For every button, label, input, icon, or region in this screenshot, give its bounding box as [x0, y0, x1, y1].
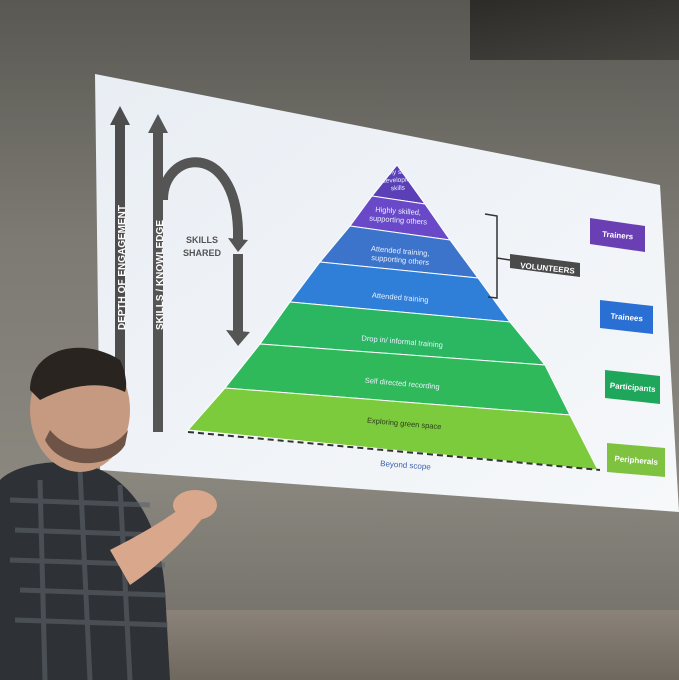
volunteers-bracket: [484, 213, 511, 299]
depth-of-engagement-arrow: [110, 106, 130, 428]
presenter-body: [0, 462, 170, 680]
role-label-participants: Participants: [610, 381, 657, 394]
pyramid-level-1-label: skills: [391, 185, 406, 193]
role-box-participants: [605, 370, 660, 404]
presenter-head: [30, 347, 130, 472]
presenter: [0, 347, 217, 680]
pyramid-level-1-label: Highly skilled,: [378, 168, 418, 177]
presenter-arm: [110, 490, 217, 585]
role-box-peripherals: [607, 443, 665, 477]
beyond-scope-label: Beyond scope: [380, 459, 432, 472]
pyramid-level-2-label: supporting others: [369, 213, 428, 226]
role-label-trainees: Trainees: [610, 312, 644, 324]
pyramid-level-1-label: developing: [382, 176, 414, 185]
scope-dashed-line: [187, 431, 601, 471]
role-box-trainers: [590, 218, 645, 252]
ceiling: [470, 0, 679, 60]
skills-shared-arrow: [158, 157, 250, 346]
skills-shared-label-line1: SKILLS: [186, 235, 218, 245]
role-box-trainees: [600, 300, 653, 334]
pyramid-level-2-label: Highly skilled,: [375, 205, 421, 217]
skills-shared-label-line2: SHARED: [183, 248, 222, 258]
role-label-peripherals: Peripherals: [614, 454, 659, 467]
role-label-trainers: Trainers: [602, 230, 634, 242]
depth-of-engagement-label: DEPTH OF ENGAGEMENT: [117, 205, 128, 330]
skills-knowledge-label: SKILLS / KNOWLEDGE: [155, 220, 166, 330]
